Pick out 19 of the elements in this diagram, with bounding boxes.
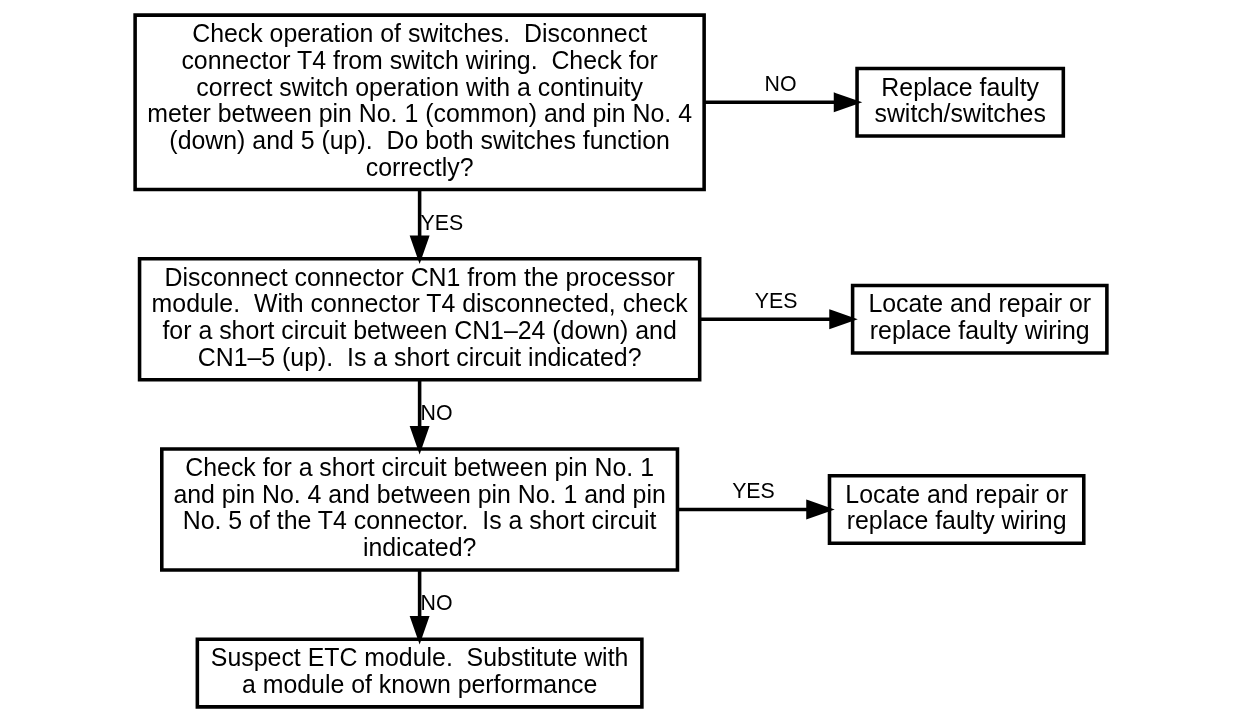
node-box: Suspect ETC module. Substitute with a module of known performance <box>195 637 644 709</box>
arrow <box>677 499 835 520</box>
edge-label: NO <box>764 71 797 96</box>
node-box: Locate and repair or replace faulty wiring <box>827 473 1086 546</box>
arrow <box>409 380 430 455</box>
node-box: Disconnect connector CN1 from the processor module. With connector T4 disconnected, check for a short circuit between CN1–24 (down) and CN1–5 (up). Is a short circuit indicated? <box>137 256 702 382</box>
arrow <box>409 189 430 265</box>
node-box: Locate and repair or replace faulty wiring <box>850 283 1109 355</box>
edge-label: NO <box>420 591 453 616</box>
node-box: Check for a short circuit between pin No. 1 and pin No. 4 and between pin No. 1 and pin No. 5 of the T4 connector. Is a short circuit indicated? <box>160 447 680 572</box>
edge-label: YES <box>420 210 464 235</box>
arrow <box>700 309 858 330</box>
edge-label: YES <box>754 288 798 313</box>
edge-label: YES <box>732 479 775 504</box>
arrow <box>704 92 863 113</box>
node-box: Replace faulty switch/switches <box>855 66 1066 138</box>
edge-label: NO <box>420 400 453 425</box>
arrow <box>409 569 430 645</box>
node-box: Check operation of switches. Disconnect connector T4 from switch wiring. Check for correct switch operation with a continuity meter between pin No. 1 (common) and pin No. 4 (down) and 5 (up). Do both switches function correctly? <box>133 13 706 192</box>
